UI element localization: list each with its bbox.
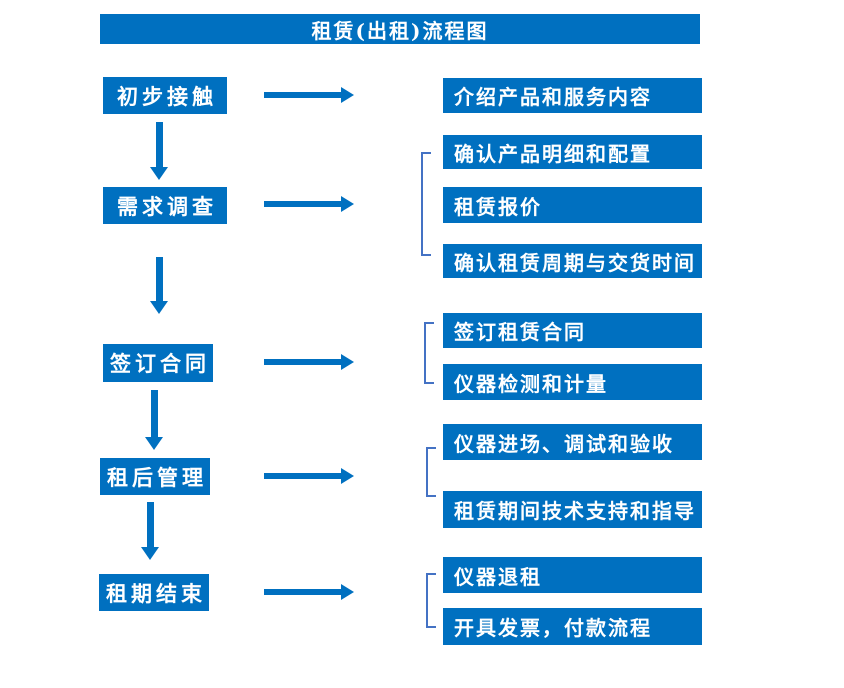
arrow-head [150, 301, 168, 314]
stage-box-sign-contract: 签订合同 [103, 344, 213, 382]
arrow-shaft [264, 473, 341, 479]
detail-box-confirm-rental-period-delivery: 确认租赁周期与交货时间 [443, 244, 702, 278]
arrow-shaft [264, 92, 341, 98]
arrow-shaft [264, 589, 341, 595]
detail-box-tech-support-guidance: 租赁期间技术支持和指导 [443, 491, 702, 528]
detail-box-instrument-testing-metering: 仪器检测和计量 [443, 364, 702, 400]
arrow-head [341, 584, 354, 600]
right-arrow-icon [264, 354, 354, 370]
arrow-head [341, 354, 354, 370]
down-arrow-icon [150, 257, 168, 314]
arrow-shaft [264, 359, 341, 365]
arrow-head [341, 196, 354, 212]
right-arrow-icon [264, 468, 354, 484]
arrow-head [341, 87, 354, 103]
detail-box-confirm-product-details: 确认产品明细和配置 [443, 135, 702, 169]
stage-box-rental-end: 租期结束 [99, 574, 209, 611]
stage-box-demand-survey: 需求调查 [103, 187, 227, 224]
arrow-head [141, 547, 159, 560]
flowchart-title-bar: 租赁(出租)流程图 [100, 14, 700, 44]
group-bracket [421, 152, 431, 256]
arrow-head [150, 167, 168, 180]
group-bracket [424, 322, 434, 384]
detail-box-instrument-return: 仪器退租 [443, 557, 702, 593]
group-bracket [426, 447, 436, 497]
stage-box-post-rental-management: 租后管理 [100, 458, 210, 495]
arrow-shaft [146, 502, 154, 547]
down-arrow-icon [145, 390, 163, 450]
arrow-shaft [155, 257, 163, 301]
group-bracket [426, 573, 436, 628]
arrow-shaft [155, 122, 163, 167]
right-arrow-icon [264, 87, 354, 103]
right-arrow-icon [264, 196, 354, 212]
right-arrow-icon [264, 584, 354, 600]
detail-box-invoice-payment-process: 开具发票，付款流程 [443, 608, 702, 645]
stage-box-initial-contact: 初步接触 [103, 77, 227, 114]
down-arrow-icon [150, 122, 168, 180]
detail-box-rental-quote: 租赁报价 [443, 187, 702, 223]
arrow-head [341, 468, 354, 484]
detail-box-instrument-setup-acceptance: 仪器进场、调试和验收 [443, 424, 702, 460]
detail-box-intro-products-services: 介绍产品和服务内容 [443, 78, 702, 113]
down-arrow-icon [141, 502, 159, 560]
detail-box-sign-lease-contract: 签订租赁合同 [443, 313, 702, 348]
arrow-shaft [150, 390, 158, 437]
arrow-head [145, 437, 163, 450]
arrow-shaft [264, 201, 341, 207]
flowchart-title: 租赁(出租)流程图 [311, 18, 489, 43]
